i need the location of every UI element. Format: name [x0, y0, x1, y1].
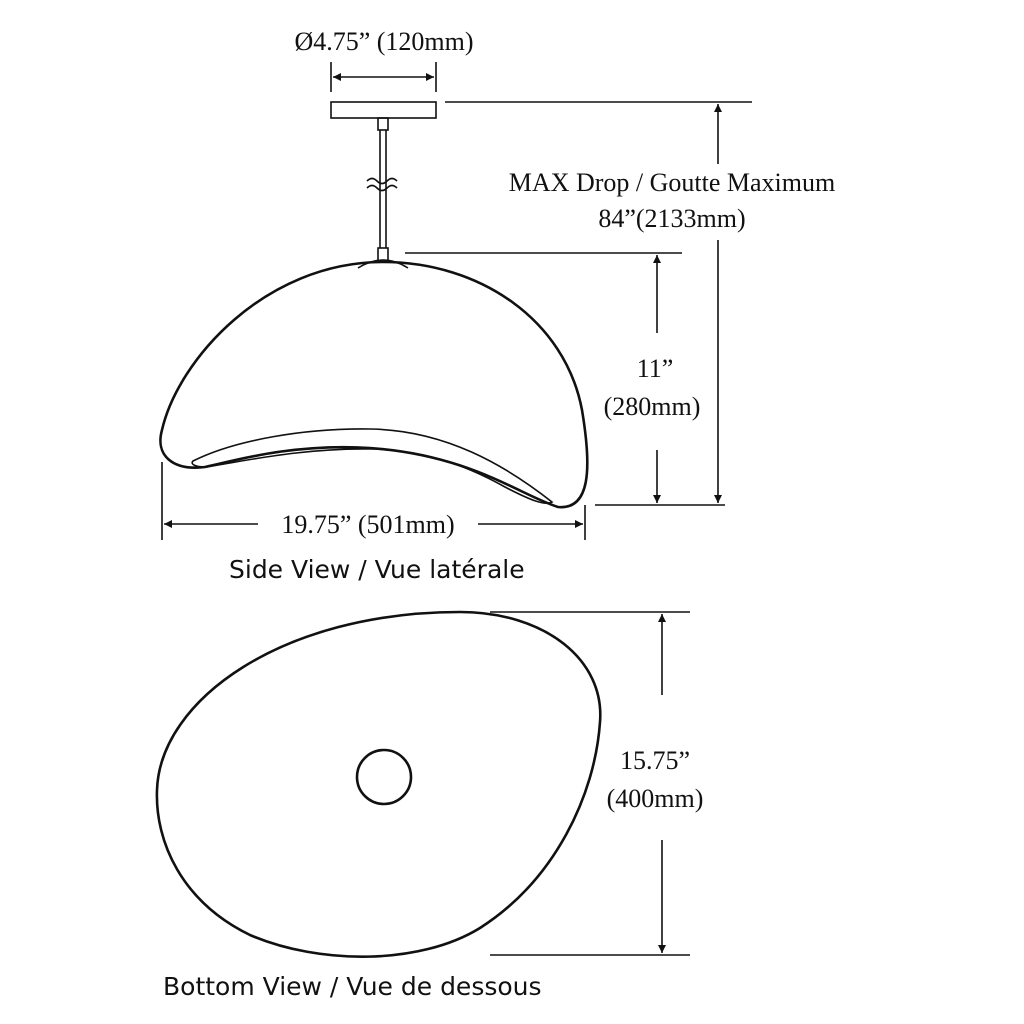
shade-bottom-outline	[155, 610, 602, 958]
bottom-center-opening	[355, 748, 413, 806]
depth-dimension-inches: 15.75”	[620, 746, 690, 775]
canopy-connector	[377, 117, 389, 131]
max-drop-label: MAX Drop / Goutte Maximum	[509, 168, 835, 197]
depth-dimension-mm: (400mm)	[607, 784, 704, 813]
height-dimension-inches: 11”	[637, 354, 674, 383]
ceiling-canopy	[330, 101, 437, 119]
width-dimension-label: 19.75” (501mm)	[281, 510, 454, 539]
shade-connector	[377, 247, 389, 262]
height-dimension-mm: (280mm)	[604, 392, 701, 421]
max-drop-value: 84”(2133mm)	[598, 204, 745, 233]
shade-side-outline	[159, 260, 589, 509]
bottom-view-label: Bottom View / Vue de dessous	[163, 972, 542, 1001]
canopy-dimension-label: Ø4.75” (120mm)	[294, 27, 473, 56]
shade-inner-lip	[191, 428, 554, 504]
cut-break-icon	[366, 177, 398, 192]
shade-cap	[357, 259, 409, 269]
side-view-label: Side View / Vue latérale	[229, 555, 525, 584]
